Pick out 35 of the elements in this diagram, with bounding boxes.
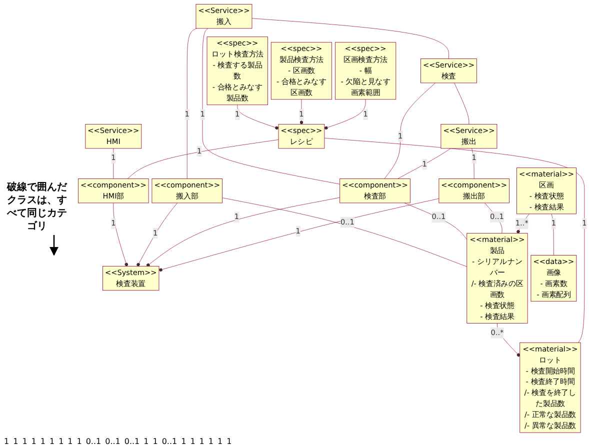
note-text: 破線で囲んだクラスは、すべて同じカテゴリ [4,180,70,232]
association-line [202,28,340,184]
association-line [397,148,451,180]
association-line [127,140,279,180]
multiplicity-label: 1 [199,437,204,446]
multiplicity-label: 0..1 [124,437,140,446]
multiplicity-label: 1 [152,437,158,446]
multiplicity-label: 1 [58,437,64,446]
association-line [484,202,502,234]
multiplicity-label: 1 [40,437,46,446]
multiplicity-label: 1 [144,437,149,446]
association-line [404,202,468,240]
arrow [49,234,59,256]
multiplicity-label: 0..1 [86,437,102,446]
association-line [252,18,449,60]
multiplicity-label: 1 [217,437,223,446]
association-line [324,138,585,343]
association-line [384,82,436,180]
multiplicity-label: 1 [31,437,36,446]
association-line [222,198,468,267]
association-line [454,82,470,125]
multiplicity-label: 1 [68,437,73,446]
multiplicity-label: 1 [13,437,18,446]
multiplicity-label: 1 [208,437,214,446]
multiplicity-label: 1 [49,437,55,446]
multiplicity-label: 0..1 [162,437,178,446]
multiplicity-label: 1 [190,437,196,446]
multiplicity-label: 1 [22,437,28,446]
association-line [551,214,554,256]
multiplicity-label: 1 [76,437,82,446]
association-line [186,28,197,180]
multiplicity-label: 1 [181,437,186,446]
multiplicity-label: 0..1 [105,437,120,446]
multiplicity-label: 1 [226,437,232,446]
multiplicity-label: 1 [4,437,10,446]
